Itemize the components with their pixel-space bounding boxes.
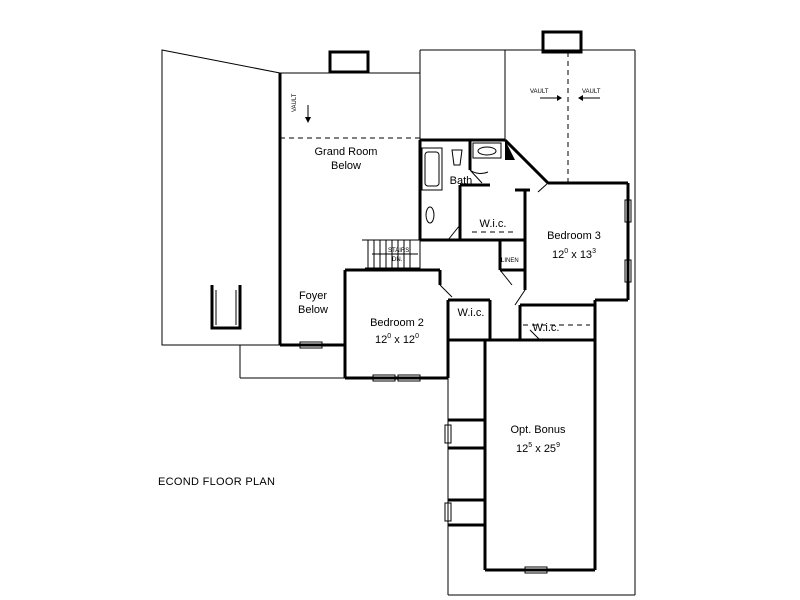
- foyer-sub: Below: [298, 304, 328, 316]
- grand-room-label: Grand Room: [315, 146, 378, 158]
- bathtub: [421, 147, 443, 191]
- sink: [472, 142, 502, 159]
- wic-bed2-label: W.i.c.: [458, 307, 485, 319]
- stairs-note: STAIRS: [388, 248, 409, 254]
- bedroom2-label: Bedroom 2: [370, 317, 424, 329]
- vault-note-center-left: VAULT: [530, 89, 549, 95]
- interior-walls: [420, 140, 595, 340]
- windows: [299, 199, 632, 574]
- vault-note-center-right: VAULT: [582, 89, 601, 95]
- bedroom2-dims: 120 x 120: [375, 333, 419, 346]
- bonus-dims: 125 x 259: [516, 442, 560, 455]
- foyer-label: Foyer: [299, 290, 327, 302]
- porch-feature: [210, 285, 242, 330]
- chimney-right: [541, 30, 583, 54]
- bedroom3-dims: 120 x 133: [552, 248, 596, 261]
- exterior-walls: [278, 73, 630, 572]
- wic-bath-label: W.i.c.: [480, 218, 507, 230]
- chimney-left: [328, 50, 370, 74]
- door-swings: [439, 169, 549, 341]
- roof-outline: [161, 49, 636, 596]
- stairs: [362, 239, 421, 269]
- stairs-dn-note: DN.: [392, 257, 403, 263]
- bath-fixtures: [421, 140, 590, 326]
- bonus-label: Opt. Bonus: [510, 424, 566, 436]
- bath-label: Bath: [450, 175, 473, 187]
- wic-bonus-label: W.i.c.: [533, 322, 560, 334]
- vault-arrows: [305, 95, 600, 123]
- bedroom3-label: Bedroom 3: [547, 230, 601, 242]
- plan-caption: ECOND FLOOR PLAN: [158, 476, 275, 488]
- linen-note: LINEN: [501, 258, 519, 264]
- toilet: [451, 149, 463, 166]
- sink-2: [425, 206, 435, 224]
- vault-note-left: VAULT: [292, 93, 298, 112]
- grand-room-sub: Below: [331, 160, 361, 172]
